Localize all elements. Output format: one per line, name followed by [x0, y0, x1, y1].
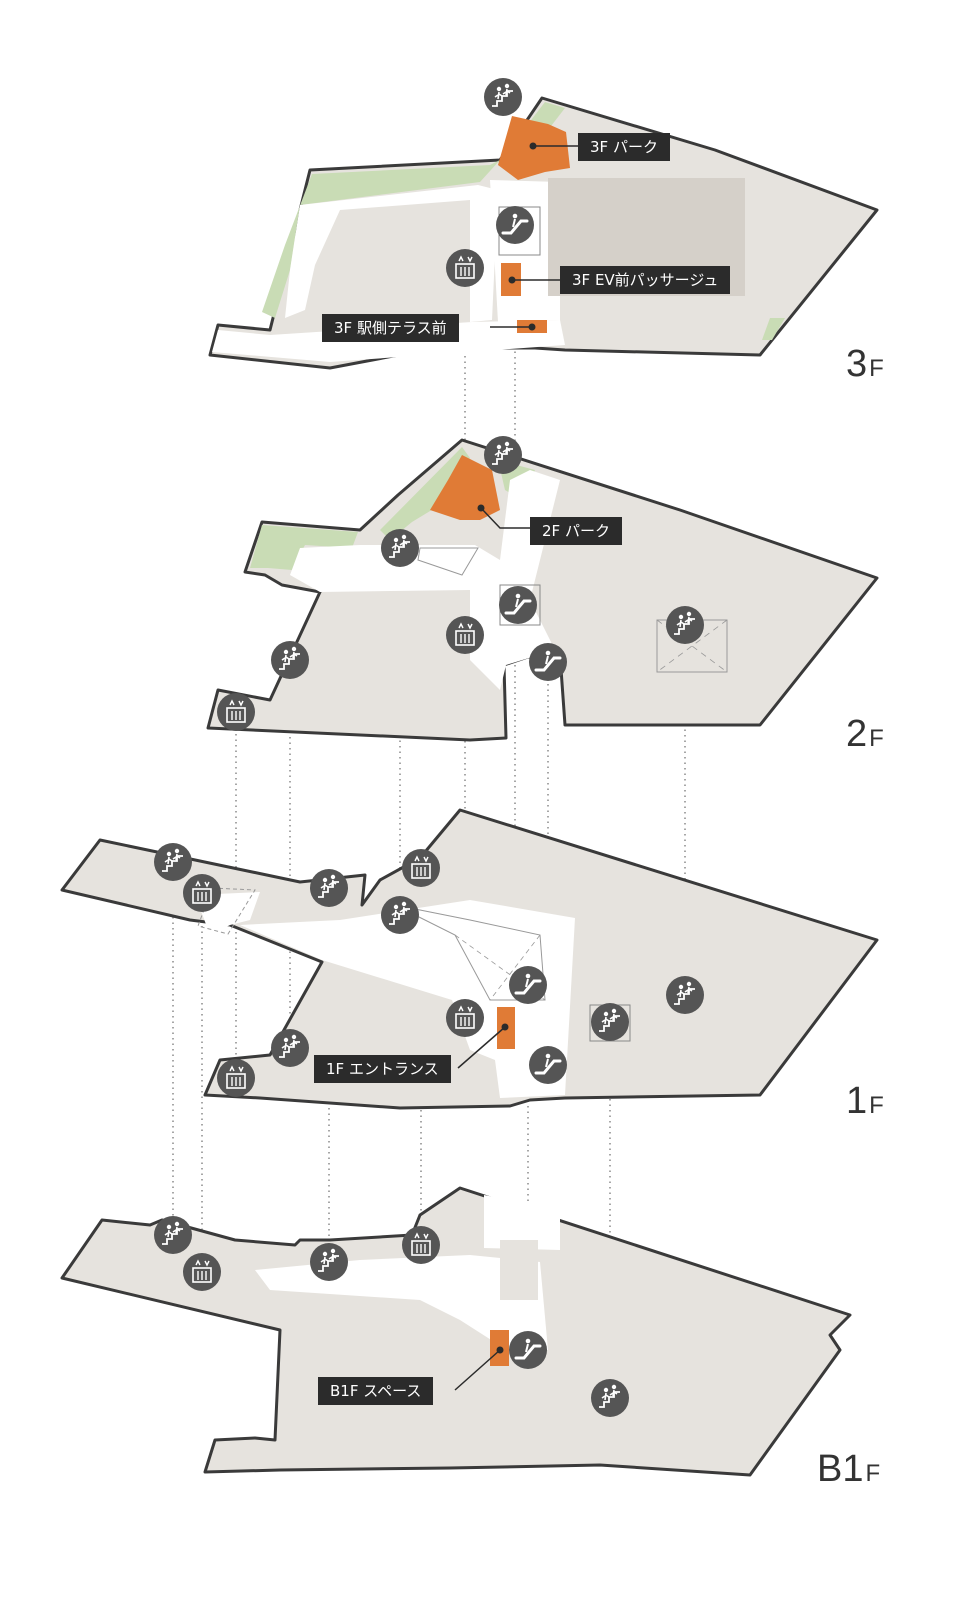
stairs-icon	[590, 1378, 630, 1418]
escalator-icon	[494, 204, 536, 246]
callout-terrace-3f[interactable]: 3F 駅側テラス前	[322, 314, 459, 342]
callout-ev-passage-3f[interactable]: 3F EV前パッサージュ	[560, 266, 731, 294]
stairs-icon	[153, 1215, 193, 1255]
floor-label-2f: 2F	[846, 715, 884, 753]
corridor	[240, 900, 575, 1098]
stairs-icon	[309, 1242, 349, 1282]
stairs-icon	[380, 528, 420, 568]
callout-dots	[477, 142, 537, 1354]
floor-number: 2	[846, 713, 868, 755]
greenery	[250, 525, 358, 570]
floor-label-b1f: B1F	[817, 1450, 880, 1488]
escalator-icon	[527, 1044, 569, 1086]
floor-2f	[206, 438, 879, 742]
elevator-icon	[216, 692, 256, 732]
escalator-icon	[527, 641, 569, 683]
elevator-icon	[216, 1058, 256, 1098]
stairs-icon	[309, 868, 349, 908]
void	[197, 887, 256, 935]
callout-park-2f[interactable]: 2F パーク	[530, 517, 622, 545]
callout-leaders	[454, 145, 578, 1391]
greenery	[762, 318, 785, 340]
elevator-icon	[445, 998, 485, 1038]
stairs-icon	[483, 77, 523, 117]
stairs-icon	[483, 435, 523, 475]
elevator-icon	[182, 873, 222, 913]
greenery	[262, 160, 500, 318]
floor-suffix: F	[869, 1092, 884, 1119]
floor-suffix: F	[869, 725, 884, 752]
floor-label-3f: 3F	[846, 345, 884, 383]
escalator-icon	[497, 584, 539, 626]
elevator-icon	[401, 1225, 441, 1265]
greenery	[380, 447, 470, 540]
stairs-icon	[590, 1002, 630, 1042]
stairs-icon	[380, 895, 420, 935]
floor-number: B1	[817, 1448, 864, 1490]
corridor	[484, 1195, 560, 1250]
floor-b1f-plan	[60, 1186, 852, 1477]
corridor	[285, 185, 498, 322]
elevator-icon	[445, 615, 485, 655]
stairs-icon	[270, 640, 310, 680]
callout-park-3f[interactable]: 3F パーク	[578, 133, 670, 161]
stairs-icon	[665, 975, 705, 1015]
elevator-icon	[445, 248, 485, 288]
floor-number: 3	[846, 343, 868, 385]
floor-3f	[208, 96, 879, 370]
store-void	[417, 547, 479, 576]
store-block	[500, 1240, 538, 1300]
escalator-icon	[507, 1329, 549, 1371]
stairs-icon	[270, 1028, 310, 1068]
stairs-icon	[153, 842, 193, 882]
floor-number: 1	[846, 1080, 868, 1122]
elevator-icon	[401, 848, 441, 888]
floor-label-1f: 1F	[846, 1082, 884, 1120]
callout-entrance-1f[interactable]: 1F エントランス	[314, 1055, 451, 1083]
highlight-park-2f	[430, 455, 500, 520]
escalator-icon	[507, 964, 549, 1006]
floor-1f	[60, 808, 879, 1110]
callout-space-b1f[interactable]: B1F スペース	[318, 1377, 434, 1405]
floor-suffix: F	[865, 1460, 881, 1487]
elevator-icon	[182, 1252, 222, 1292]
floor-suffix: F	[869, 355, 884, 382]
corridor	[290, 470, 560, 690]
stairs-icon	[665, 605, 705, 645]
